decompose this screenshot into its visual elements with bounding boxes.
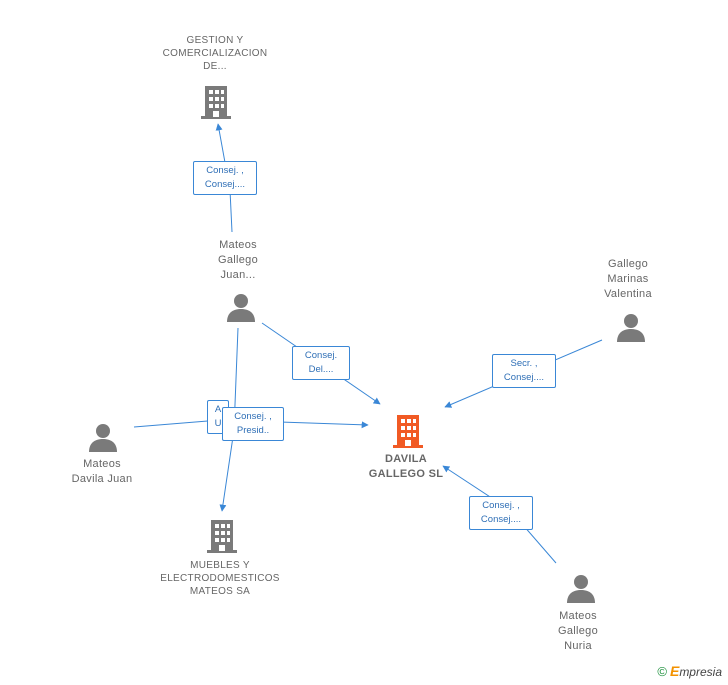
- node-mateos-gallego-nuria-label: Mateos Gallego Nuria: [557, 610, 598, 652]
- copyright-icon: ©: [657, 664, 667, 679]
- node-gallego-marinas-label: Gallego Marinas Valentina: [604, 258, 652, 300]
- edge-label-marinas-davila[interactable]: Secr. , Consej....: [492, 354, 556, 388]
- person-icon: [227, 294, 255, 322]
- node-mateos-davila-juan[interactable]: Mateos Davila Juan: [50, 457, 154, 487]
- brand-logo-text: mpresia: [679, 665, 722, 679]
- edge-label-juan-davila[interactable]: Consej. Del....: [292, 346, 350, 380]
- node-davila-gallego[interactable]: DAVILA GALLEGO SL: [360, 452, 452, 482]
- person-icon: [89, 424, 117, 452]
- brand-footer: ©Empresia: [657, 663, 722, 679]
- building-icon: [207, 520, 237, 553]
- edge-label-nuria-davila[interactable]: Consej. , Consej....: [469, 496, 533, 530]
- node-gestion-label: GESTION Y COMERCIALIZACION DE...: [162, 35, 268, 72]
- node-mateos-gallego-nuria[interactable]: Mateos Gallego Nuria: [532, 609, 624, 654]
- node-davila-gallego-label: DAVILA GALLEGO SL: [368, 453, 444, 480]
- node-gallego-marinas[interactable]: Gallego Marinas Valentina: [580, 257, 676, 302]
- node-muebles[interactable]: MUEBLES Y ELECTRODOMESTICOS MATEOS SA: [150, 559, 290, 598]
- building-icon: [201, 86, 231, 119]
- person-icon: [617, 314, 645, 342]
- node-muebles-label: MUEBLES Y ELECTRODOMESTICOS MATEOS SA: [160, 560, 280, 597]
- brand-logo-e: E: [669, 663, 680, 679]
- node-gestion[interactable]: GESTION Y COMERCIALIZACION DE...: [150, 34, 280, 73]
- edge-label-juan-gestion[interactable]: Consej. , Consej....: [193, 161, 257, 195]
- node-mateos-gallego-juan-label: Mateos Gallego Juan...: [217, 239, 258, 281]
- main-building-icon: [393, 415, 423, 448]
- person-icon: [567, 575, 595, 603]
- edge-label-davilajuan-davila[interactable]: Consej. , Presid..: [222, 407, 284, 441]
- node-mateos-davila-juan-label: Mateos Davila Juan: [71, 458, 133, 485]
- node-mateos-gallego-juan[interactable]: Mateos Gallego Juan...: [188, 238, 288, 283]
